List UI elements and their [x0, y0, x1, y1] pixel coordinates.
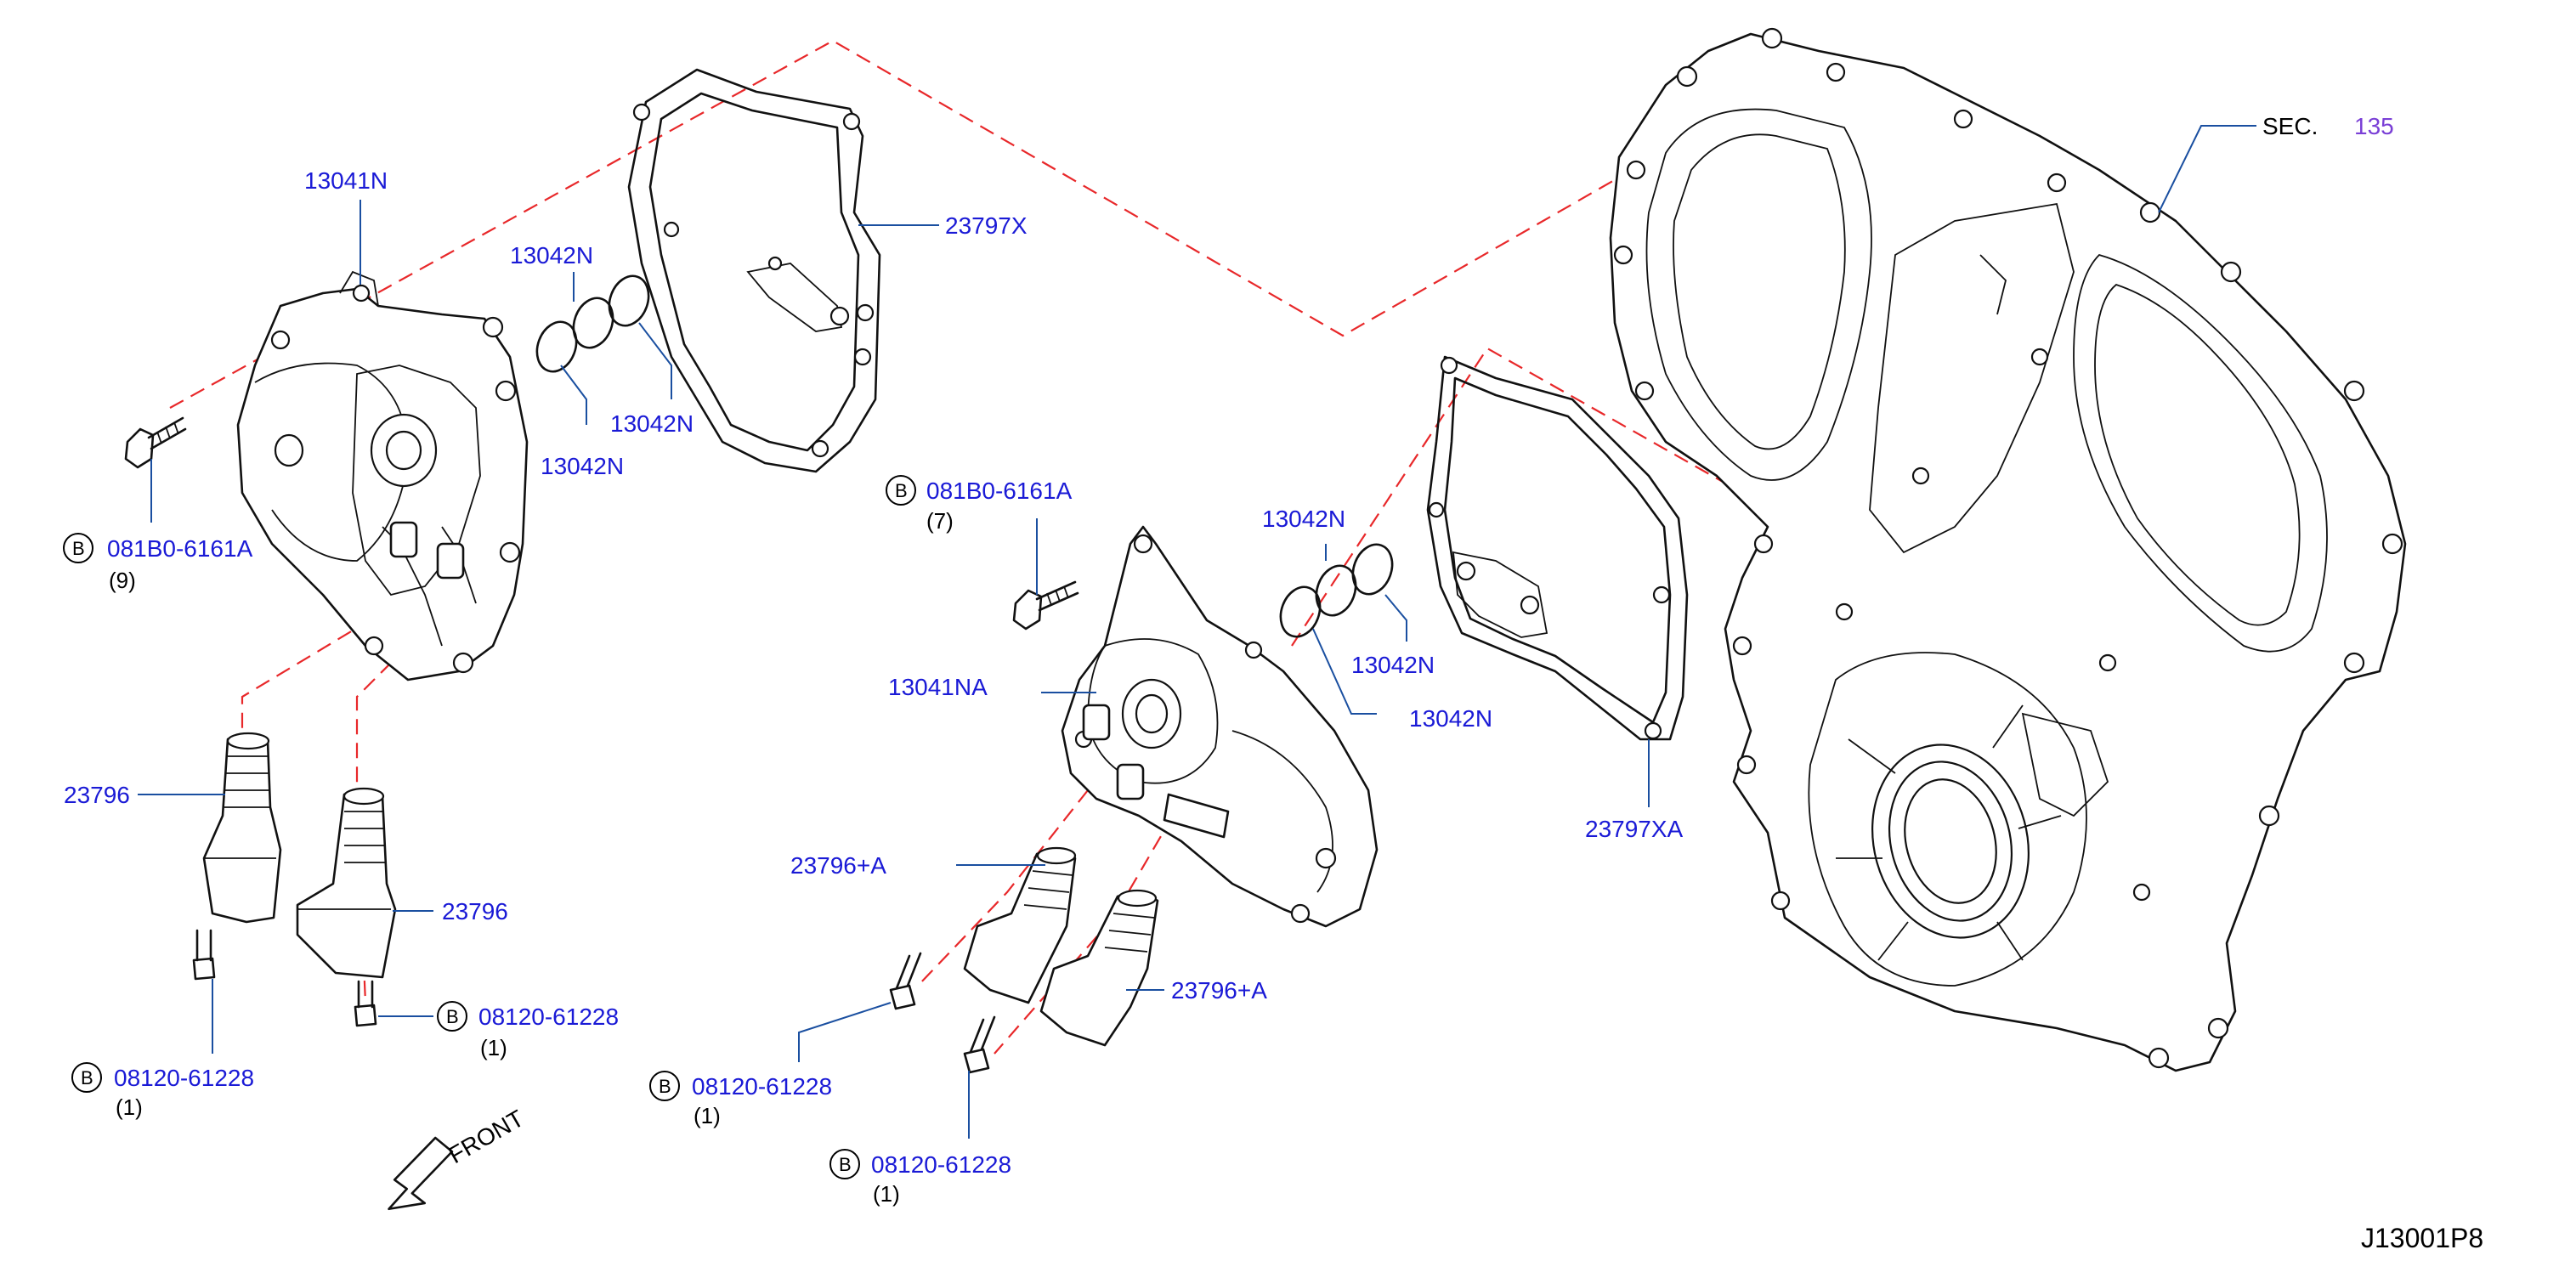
- qty-081b0-right: (7): [926, 508, 954, 534]
- qty-081b0-left: (9): [109, 568, 136, 593]
- qty-08120-b: (1): [480, 1035, 507, 1060]
- qty-08120-a: (1): [116, 1094, 143, 1120]
- sec-number-link[interactable]: 135: [2354, 113, 2394, 139]
- label-081b0-right: 081B0-6161A: [926, 478, 1073, 504]
- oil-pump-left-13041n: [236, 270, 529, 681]
- front-label: FRONT: [444, 1105, 529, 1168]
- qty-08120-d: (1): [873, 1181, 900, 1207]
- label-08120-a: 08120-61228: [114, 1065, 254, 1091]
- label-23797xa: 23797XA: [1585, 816, 1684, 842]
- badge-b-4: [437, 1001, 467, 1032]
- solenoid-valve-1-23796: [202, 732, 282, 924]
- bolt-081b0-right: [1012, 580, 1079, 630]
- oil-pump-right-13041na: [1061, 525, 1379, 928]
- label-13041na: 13041NA: [888, 674, 988, 700]
- gasket-right-23797xa: [1426, 355, 1689, 741]
- label-08120-c: 08120-61228: [692, 1073, 832, 1100]
- badge-b-2: [886, 475, 916, 506]
- o-rings: [535, 274, 1394, 638]
- label-13041n: 13041N: [304, 167, 388, 194]
- qty-08120-c: (1): [694, 1103, 721, 1128]
- badge-b-5: [649, 1071, 680, 1101]
- badge-b-6-letter: B: [839, 1154, 852, 1175]
- badge-b-6: [829, 1149, 860, 1179]
- badge-b-2-letter: B: [895, 480, 908, 501]
- badge-b-5-letter: B: [659, 1076, 671, 1097]
- diagram-code: J13001P8: [2361, 1223, 2483, 1253]
- badge-b-4-letter: B: [446, 1006, 459, 1027]
- bolt-08120-1: [192, 929, 216, 981]
- label-23797x: 23797X: [945, 212, 1028, 239]
- label-23796-a: 23796: [64, 782, 130, 808]
- label-13042n-c: 13042N: [541, 453, 624, 479]
- label-13042n-a: 13042N: [510, 242, 593, 269]
- solenoid-valve-3-23796a: [963, 846, 1077, 1004]
- label-13042n-b: 13042N: [610, 410, 694, 437]
- label-08120-b: 08120-61228: [478, 1004, 619, 1030]
- bolt-08120-3: [889, 952, 922, 1010]
- bolt-081b0-left: [124, 416, 187, 469]
- timing-chain-cover: [1609, 27, 2407, 1072]
- solenoid-valve-4-23796a: [1039, 889, 1159, 1047]
- gasket-left-23797x: [627, 68, 881, 473]
- label-23796a-b: 23796+A: [1171, 977, 1267, 1004]
- badge-b-1-letter: B: [72, 538, 85, 559]
- label-13042n-d: 13042N: [1262, 506, 1345, 532]
- label-23796-b: 23796: [442, 898, 508, 925]
- leader-lines: [138, 125, 2256, 1139]
- bolt-08120-4: [963, 1015, 996, 1074]
- label-081b0-left: 081B0-6161A: [107, 535, 253, 562]
- label-08120-d: 08120-61228: [871, 1151, 1011, 1178]
- badge-b-3: [71, 1062, 102, 1093]
- label-23796a-a: 23796+A: [790, 852, 886, 879]
- sec-prefix: SEC.: [2262, 113, 2318, 139]
- badge-b-1: [63, 533, 93, 563]
- solenoid-valve-2-23796: [296, 787, 397, 979]
- label-13042n-e: 13042N: [1351, 652, 1435, 678]
- badge-b-3-letter: B: [81, 1067, 93, 1089]
- label-13042n-f: 13042N: [1409, 705, 1492, 732]
- bolt-08120-2: [354, 980, 377, 1027]
- front-arrow-icon: [388, 1136, 454, 1211]
